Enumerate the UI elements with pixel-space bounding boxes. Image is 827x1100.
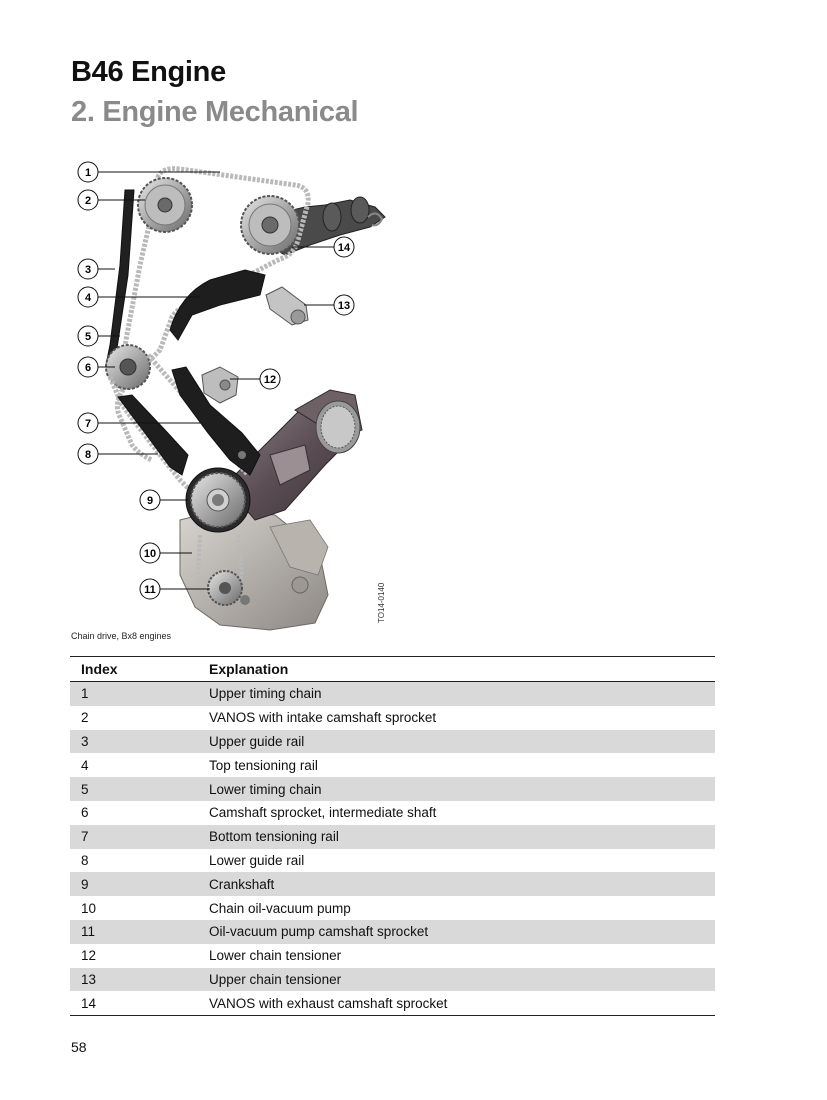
row-index: 12 xyxy=(81,948,97,964)
row-explanation: Lower guide rail xyxy=(209,852,305,868)
row-index: 9 xyxy=(81,876,89,892)
document-title: B46 Engine xyxy=(71,56,226,88)
svg-text:8: 8 xyxy=(85,449,91,461)
row-explanation: Crankshaft xyxy=(209,876,275,892)
table-row: 1 Upper timing chain xyxy=(70,682,715,706)
callout-12: 12 xyxy=(259,368,281,390)
callout-5: 5 xyxy=(77,325,99,347)
svg-text:7: 7 xyxy=(85,418,91,430)
callout-7: 7 xyxy=(77,412,99,434)
row-index: 14 xyxy=(81,995,97,1011)
row-index: 11 xyxy=(81,924,96,940)
row-index: 1 xyxy=(81,686,89,702)
svg-text:13: 13 xyxy=(338,300,350,312)
row-explanation: VANOS with intake camshaft sprocket xyxy=(209,710,437,726)
row-index: 3 xyxy=(81,733,89,749)
row-index: 5 xyxy=(81,781,89,797)
table-row: 12 Lower chain tensioner xyxy=(70,944,715,968)
svg-text:5: 5 xyxy=(85,331,91,343)
table-row: 8 Lower guide rail xyxy=(70,849,715,873)
callout-markers: 1 2 3 4 5 6 7 8 9 10 11 12 13 14 xyxy=(77,161,355,600)
svg-text:3: 3 xyxy=(85,264,91,276)
svg-text:14: 14 xyxy=(338,242,351,254)
page-number: 58 xyxy=(71,1039,87,1055)
row-explanation: Bottom tensioning rail xyxy=(209,829,339,845)
row-explanation: Upper timing chain xyxy=(209,686,322,702)
svg-text:6: 6 xyxy=(85,362,91,374)
graphic-id: TO14-0140 xyxy=(377,582,386,623)
table-row: 5 Lower timing chain xyxy=(70,777,715,801)
callout-11: 11 xyxy=(139,578,161,600)
svg-text:11: 11 xyxy=(144,584,156,596)
row-index: 2 xyxy=(81,710,89,726)
row-explanation: Upper chain tensioner xyxy=(209,971,342,987)
row-explanation: Camshaft sprocket, intermediate shaft xyxy=(209,805,437,821)
callout-9: 9 xyxy=(139,489,161,511)
row-explanation: Upper guide rail xyxy=(209,733,305,749)
svg-text:9: 9 xyxy=(147,495,153,507)
row-explanation: Lower chain tensioner xyxy=(209,948,342,964)
svg-text:12: 12 xyxy=(264,374,276,386)
table-row: 10 Chain oil-vacuum pump xyxy=(70,896,715,920)
callout-8: 8 xyxy=(77,443,99,465)
callout-2: 2 xyxy=(77,189,99,211)
row-index: 7 xyxy=(81,829,89,845)
table-row: 4 Top tensioning rail xyxy=(70,753,715,777)
row-index: 8 xyxy=(81,852,89,868)
table-row: 7 Bottom tensioning rail xyxy=(70,824,715,849)
callout-13: 13 xyxy=(333,294,355,316)
svg-text:10: 10 xyxy=(144,548,156,560)
row-explanation: Lower timing chain xyxy=(209,781,322,797)
figure-caption: Chain drive, Bx8 engines xyxy=(71,631,172,641)
callout-6: 6 xyxy=(77,356,99,378)
callout-1: 1 xyxy=(77,161,99,183)
callout-3: 3 xyxy=(77,258,99,280)
row-index: 10 xyxy=(81,900,97,916)
row-index: 6 xyxy=(81,805,89,821)
row-index: 13 xyxy=(81,971,97,987)
column-header-explanation: Explanation xyxy=(209,661,289,677)
callout-14: 14 xyxy=(333,236,355,258)
row-index: 4 xyxy=(81,757,89,773)
svg-text:2: 2 xyxy=(85,195,91,207)
table-row: 2 VANOS with intake camshaft sprocket xyxy=(70,706,715,730)
svg-text:1: 1 xyxy=(85,167,91,179)
column-header-index: Index xyxy=(81,661,118,677)
row-explanation: VANOS with exhaust camshaft sprocket xyxy=(209,995,448,1011)
row-explanation: Oil-vacuum pump camshaft sprocket xyxy=(209,924,429,940)
table-row: 14 VANOS with exhaust camshaft sprocket xyxy=(70,991,715,1015)
callout-4: 4 xyxy=(77,286,99,308)
row-explanation: Top tensioning rail xyxy=(209,757,318,773)
svg-text:4: 4 xyxy=(85,292,92,304)
chain-drive-illustration: 1 2 3 4 5 6 7 8 9 10 11 12 13 14 TO14-01… xyxy=(70,155,400,635)
table-row: 9 Crankshaft xyxy=(70,872,715,897)
table-row: 6 Camshaft sprocket, intermediate shaft xyxy=(70,801,715,825)
table-header: Index Explanation xyxy=(70,657,715,682)
table-row: 13 Upper chain tensioner xyxy=(70,967,715,992)
callout-10: 10 xyxy=(139,542,161,564)
row-explanation: Chain oil-vacuum pump xyxy=(209,900,351,916)
section-title: 2. Engine Mechanical xyxy=(71,96,359,128)
table-row: 11 Oil-vacuum pump camshaft sprocket xyxy=(70,919,715,944)
table-row: 3 Upper guide rail xyxy=(70,729,715,754)
